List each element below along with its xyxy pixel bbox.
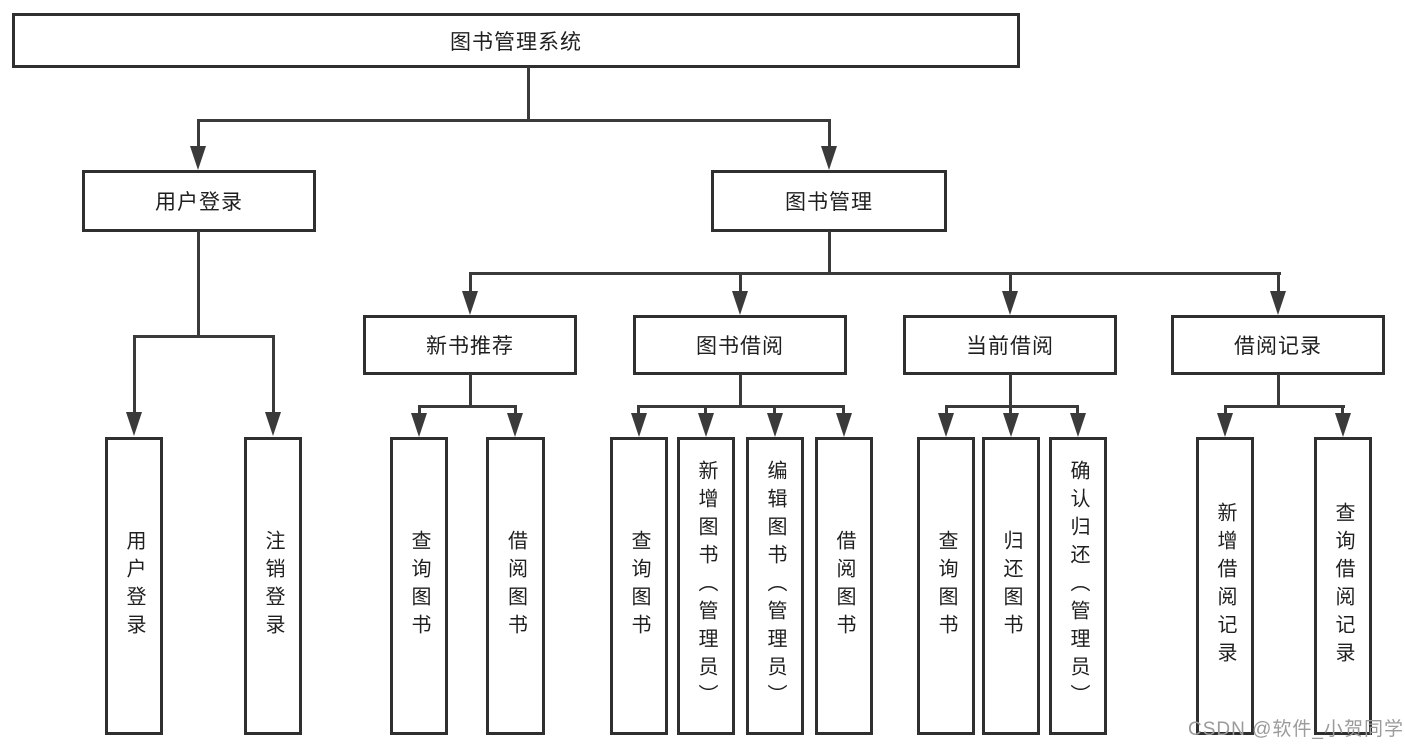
connector-line [1341,405,1344,416]
node-label: 查询图书 [628,530,650,642]
leaf-user-login: 用户登录 [105,437,163,735]
connector-line [197,231,200,338]
arrow-down-icon [767,413,783,437]
connector-line [739,272,742,295]
leaf-return-book: 归还图书 [982,437,1040,735]
connector-line [197,119,831,122]
node-current-borrow: 当前借阅 [903,315,1117,375]
leaf-logout: 注销登录 [244,437,302,735]
node-label: 当前借阅 [966,335,1054,358]
connector-line [945,405,948,416]
leaf-query-book-1: 查询图书 [390,437,448,735]
arrow-down-icon [190,146,206,170]
node-label: 用户登录 [155,191,243,214]
node-label: 归还图书 [1000,530,1022,642]
connector-line [945,405,1079,408]
connector-line [637,405,640,416]
arrow-down-icon [698,413,714,437]
node-label: 图书管理系统 [450,30,582,54]
node-label: 图书借阅 [696,335,784,358]
node-borrow-records: 借阅记录 [1171,315,1385,375]
watermark: CSDN @软件_小贺同学 [1188,719,1404,740]
leaf-borrow-book-1: 借阅图书 [486,437,545,735]
node-label: 借阅记录 [1234,335,1322,358]
leaf-query-borrow-record: 查询借阅记录 [1314,437,1372,735]
arrow-down-icon [1070,413,1086,437]
arrow-down-icon [821,146,837,170]
connector-line [418,405,517,408]
arrow-down-icon [1003,413,1019,437]
node-user-login: 用户登录 [82,170,316,232]
connector-line [704,405,707,416]
leaf-add-borrow-record: 新增借阅记录 [1196,437,1254,735]
leaf-confirm-return-admin: 确认归还（管理员） [1049,437,1107,735]
connector-line [828,231,831,275]
connector-line [514,405,517,416]
connector-line [418,405,421,416]
node-book-management: 图书管理 [711,170,947,232]
connector-line [133,335,136,414]
arrow-down-icon [732,291,748,315]
arrow-down-icon [265,412,281,436]
connector-line [1009,374,1012,408]
leaf-query-book-3: 查询图书 [917,437,975,735]
connector-line [1277,374,1280,408]
connector-line [1009,405,1012,416]
connector-line [1224,405,1345,408]
connector-line [197,119,200,150]
connector-line [1076,405,1079,416]
arrow-down-icon [1002,291,1018,315]
node-label: 用户登录 [123,530,145,642]
connector-line [1277,272,1280,295]
node-label: 确认归还（管理员） [1067,460,1089,712]
connector-line [527,67,530,122]
arrow-down-icon [1217,413,1233,437]
connector-line [637,405,845,408]
node-label: 新书推荐 [426,335,514,358]
arrow-down-icon [126,412,142,436]
node-label: 编辑图书（管理员） [764,460,786,712]
connector-line [828,119,831,150]
arrow-down-icon [462,291,478,315]
arrow-down-icon [1270,291,1286,315]
arrow-down-icon [631,413,647,437]
connector-line [1009,272,1012,295]
leaf-add-book-admin: 新增图书（管理员） [677,437,735,735]
leaf-edit-book-admin: 编辑图书（管理员） [746,437,804,735]
node-label: 注销登录 [262,530,284,642]
connector-line [133,335,275,338]
connector-line [469,272,1281,275]
node-label: 新增图书（管理员） [695,460,717,712]
node-root-system: 图书管理系统 [12,13,1020,68]
leaf-query-book-2: 查询图书 [610,437,668,735]
node-book-borrow: 图书借阅 [633,315,847,375]
node-label: 查询借阅记录 [1332,502,1354,670]
connector-line [469,374,472,408]
connector-line [773,405,776,416]
connector-line [469,272,472,295]
arrow-down-icon [938,413,954,437]
arrow-down-icon [836,413,852,437]
node-label: 查询图书 [935,530,957,642]
arrow-down-icon [507,413,523,437]
connector-line [1224,405,1227,416]
node-label: 图书管理 [785,191,873,214]
node-label: 新增借阅记录 [1214,502,1236,670]
arrow-down-icon [411,413,427,437]
arrow-down-icon [1335,413,1351,437]
node-label: 借阅图书 [504,530,527,642]
node-label: 查询图书 [408,530,430,642]
node-label: 借阅图书 [833,530,855,642]
node-new-book-recommend: 新书推荐 [363,315,577,375]
connector-line [842,405,845,416]
connector-line [272,335,275,414]
connector-line [739,374,742,408]
leaf-borrow-book-2: 借阅图书 [815,437,873,735]
